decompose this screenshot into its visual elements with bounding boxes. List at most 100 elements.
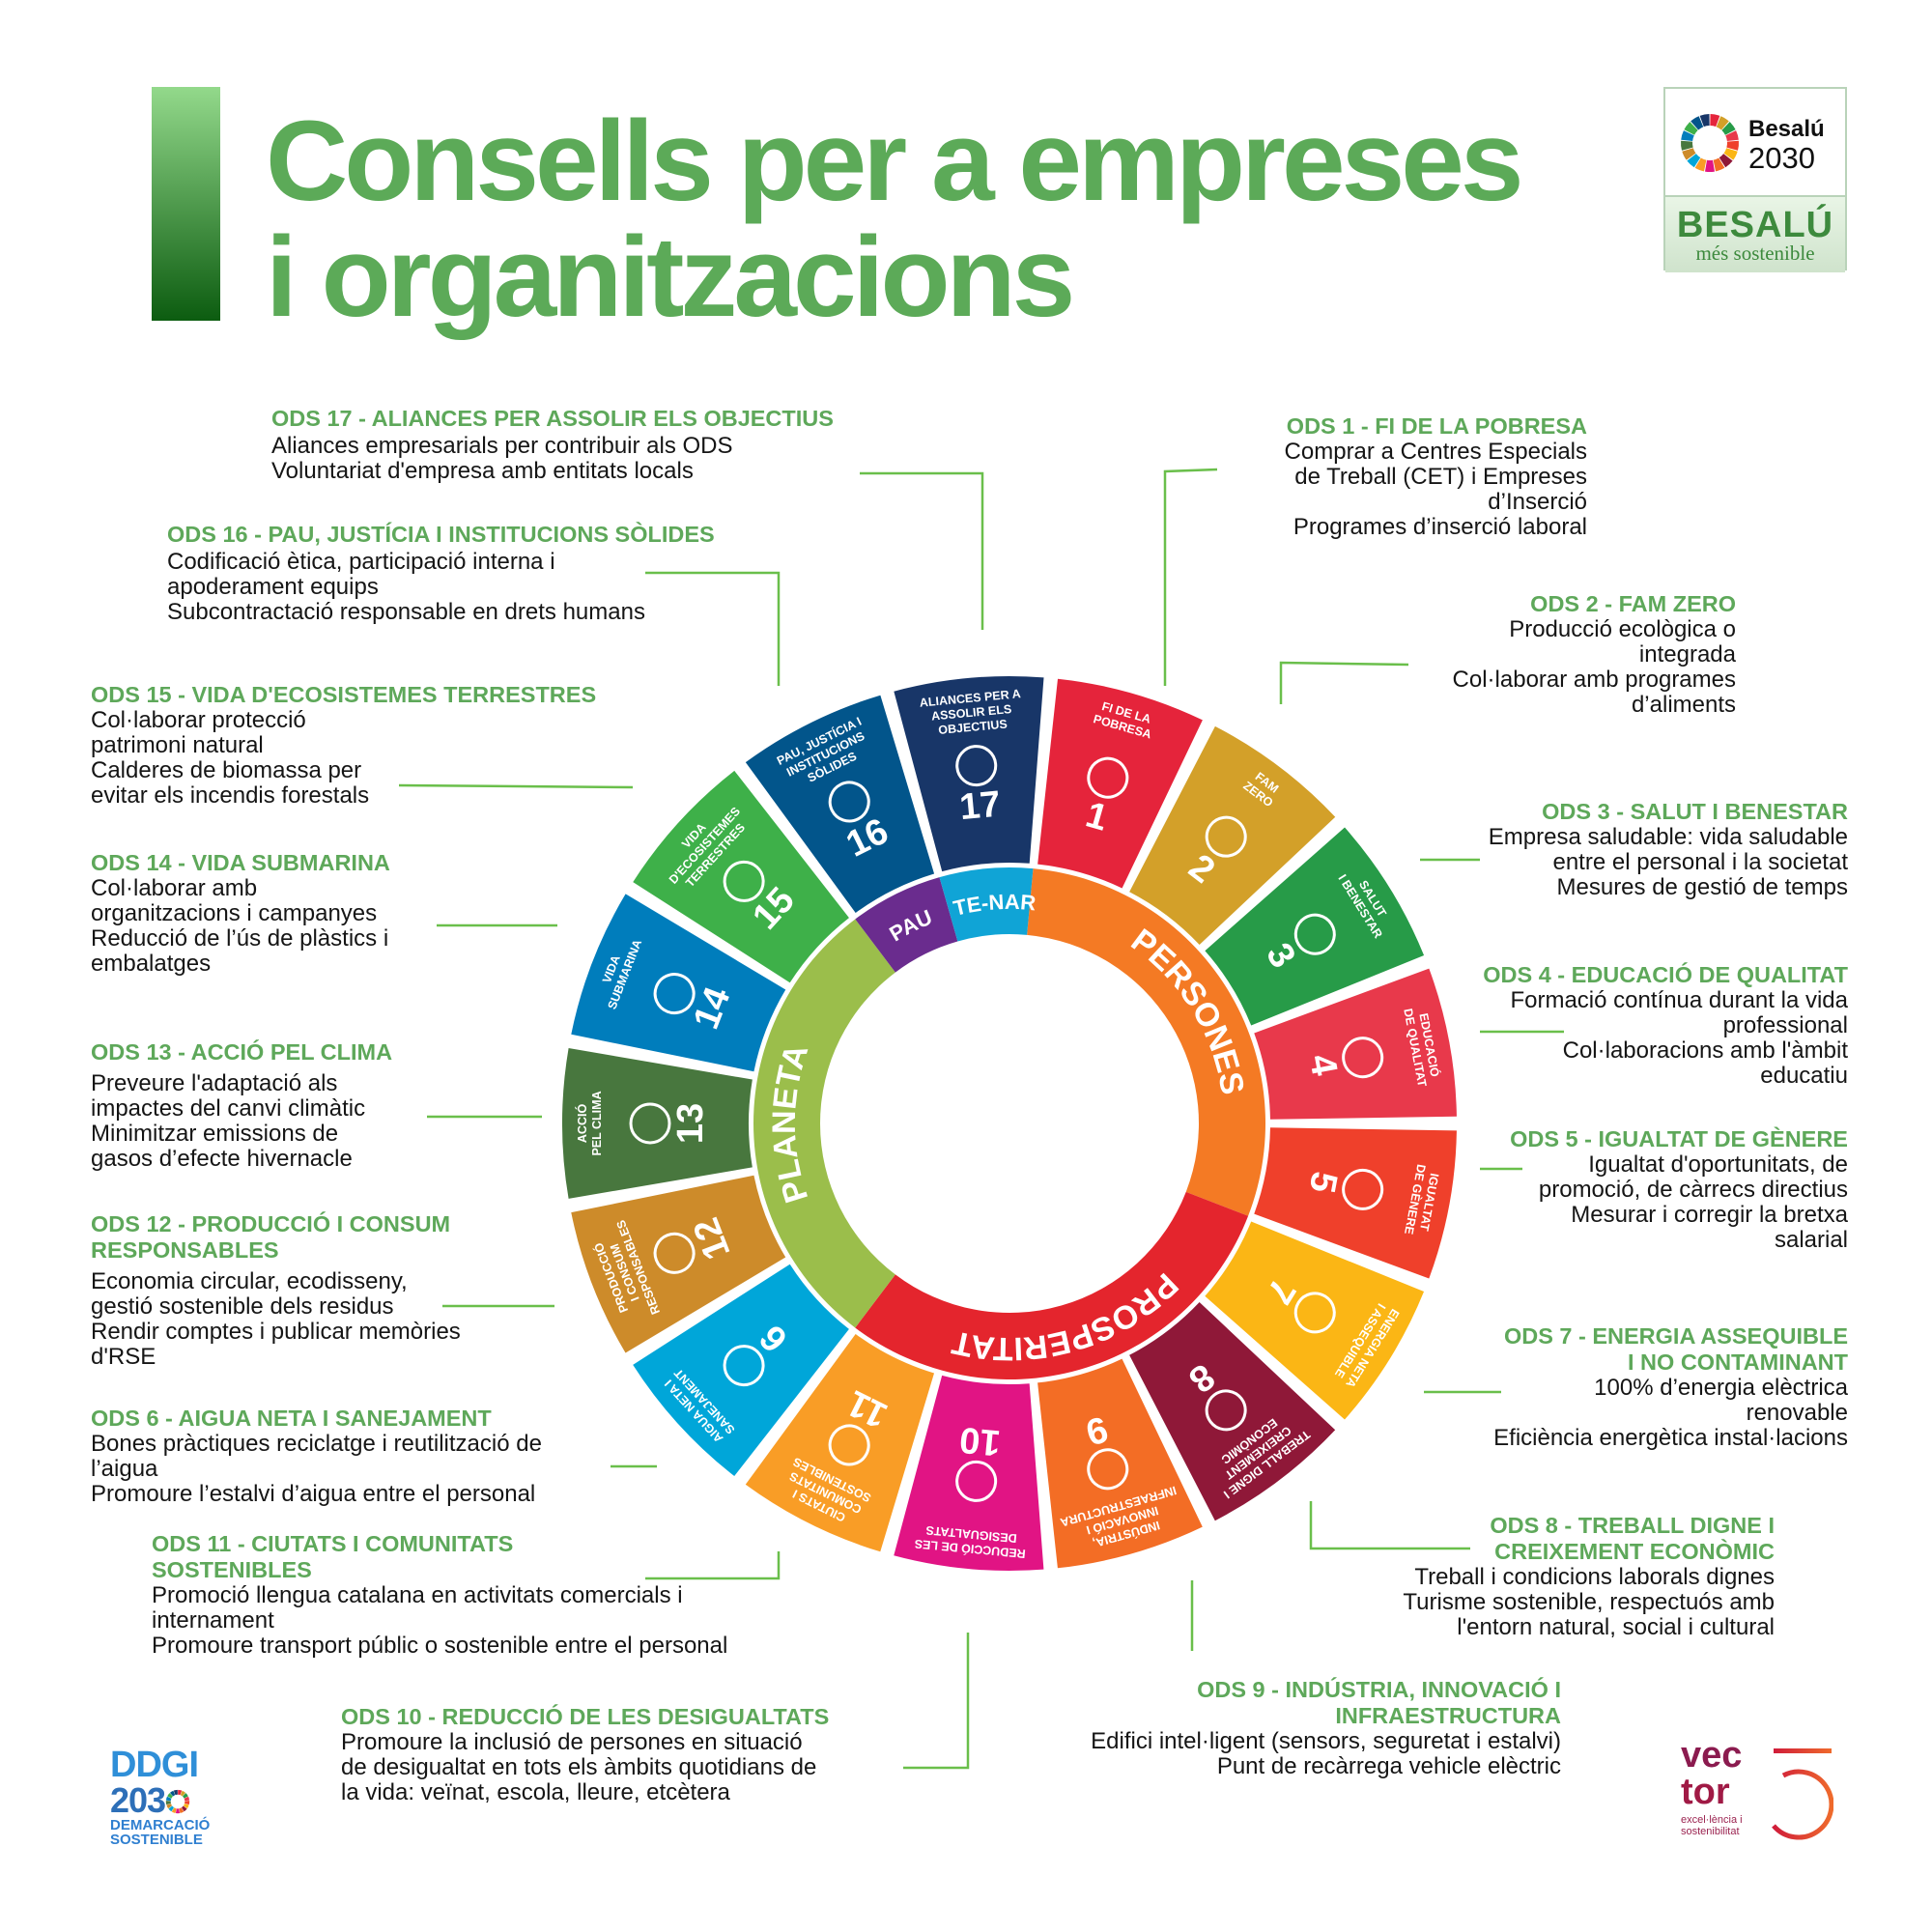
besalu-logo-name: Besalú xyxy=(1748,116,1825,142)
goal-heading-line: I NO CONTAMINANT xyxy=(1627,1350,1848,1375)
sdg-wheel-icon xyxy=(1681,114,1739,172)
goal-heading: ODS 6 - AIGUA NETA I SANEJAMENT xyxy=(91,1406,542,1432)
goal-advice-line: integrada xyxy=(1638,641,1736,668)
goal-advice-line: Formació contínua durant la vida xyxy=(1510,987,1848,1013)
goal-advice: Codificació ètica, participació interna … xyxy=(167,550,715,625)
goal-block-ods-16: ODS 16 - PAU, JUSTÍCIA I INSTITUCIONS SÒ… xyxy=(167,522,715,625)
sdg-tile-background xyxy=(1254,968,1457,1120)
sdg-goal-icon xyxy=(629,1102,671,1145)
sdg-goal-icon xyxy=(828,781,870,823)
goal-advice-line: Codificació ètica, participació interna … xyxy=(167,549,555,575)
connector-line xyxy=(1309,1501,1470,1550)
goal-advice-line: Eficiència energètica instal·lacions xyxy=(1493,1425,1848,1451)
goal-heading: ODS 5 - IGUALTAT DE GÈNERE xyxy=(1510,1126,1848,1152)
goal-advice: Promoure la inclusió de persones en situ… xyxy=(341,1730,829,1805)
goal-heading-line: ODS 13 - ACCIÓ PEL CLIMA xyxy=(91,1039,393,1065)
sdg-tile-background xyxy=(633,1264,849,1477)
goal-heading: ODS 16 - PAU, JUSTÍCIA I INSTITUCIONS SÒ… xyxy=(167,522,715,548)
goal-heading-line: ODS 17 - ALIANCES PER ASSOLIR ELS OBJECT… xyxy=(271,406,834,431)
sdg-tile-title: OBJECTIUS xyxy=(938,717,1009,737)
sdg-tile-background xyxy=(894,1375,1044,1571)
connector-line xyxy=(398,783,634,789)
category-segment-planeta xyxy=(753,919,895,1328)
goal-advice-line: d’Inserció xyxy=(1488,489,1587,515)
goal-advice-line: Mesures de gestió de temps xyxy=(1556,874,1849,900)
goal-heading: ODS 10 - REDUCCIÓ DE LES DESIGUALTATS xyxy=(341,1704,829,1730)
goal-advice-line: promoció, de càrrecs directius xyxy=(1538,1177,1848,1203)
goal-heading-line: ODS 2 - FAM ZERO xyxy=(1530,591,1736,616)
goal-advice-line: patrimoni natural xyxy=(91,732,264,758)
goal-advice-line: Aliances empresarials per contribuir als… xyxy=(271,433,733,459)
ddgi-logo-line-3: DEMARCACIÓ xyxy=(110,1817,211,1833)
goal-advice-line: organitzacions i campanyes xyxy=(91,900,378,926)
title-accent-bar xyxy=(152,87,220,321)
goal-advice-line: salarial xyxy=(1774,1227,1848,1253)
sdg-tile-background xyxy=(894,675,1044,872)
connector-line xyxy=(1163,468,1218,686)
sdg-tile-background xyxy=(571,1175,786,1353)
sdg-goal-icon xyxy=(723,860,765,902)
goal-advice-line: Igualtat d'oportunitats, de xyxy=(1588,1151,1848,1178)
goal-heading: ODS 13 - ACCIÓ PEL CLIMA xyxy=(91,1039,392,1065)
goal-block-ods-17: ODS 17 - ALIANCES PER ASSOLIR ELS OBJECT… xyxy=(271,406,834,484)
vector-logo-tagline: excel·lència i sostenibilitat xyxy=(1681,1814,1743,1837)
goal-heading-line: ODS 11 - CIUTATS I COMUNITATS xyxy=(152,1531,514,1556)
page-title-line-1: Consells per a empreses xyxy=(266,98,1523,225)
goal-advice-line: Preveure l'adaptació als xyxy=(91,1070,338,1096)
sdg-tile-background xyxy=(1129,725,1336,946)
goal-advice-line: de Treball (CET) i Empreses xyxy=(1294,464,1587,490)
connector-line xyxy=(1279,661,1409,704)
goal-heading-line: ODS 4 - EDUCACIÓ DE QUALITAT xyxy=(1483,962,1848,987)
besalu-brand: BESALÚ xyxy=(1676,205,1834,245)
goal-advice-line: Promoure transport públic o sostenible e… xyxy=(152,1633,728,1659)
sdg-goal-icon xyxy=(1205,1389,1247,1432)
goal-advice-line: impactes del canvi climàtic xyxy=(91,1095,366,1122)
goal-advice: Aliances empresarials per contribuir als… xyxy=(271,434,834,484)
vector-logo-line-2: tor xyxy=(1681,1772,1730,1812)
goal-heading-line: ODS 12 - PRODUCCIÓ I CONSUM xyxy=(91,1211,451,1236)
goal-advice-line: 100% d’energia elèctrica xyxy=(1594,1375,1848,1401)
goal-advice-line: internament xyxy=(152,1607,274,1634)
five-mark-icon xyxy=(1772,1748,1833,1840)
goal-advice-line: apoderament equips xyxy=(167,574,379,600)
goal-advice-line: d’aliments xyxy=(1631,692,1736,718)
sdg-tile-background xyxy=(745,695,935,913)
goal-advice-line: Edifici intel·ligent (sensors, seguretat… xyxy=(1091,1728,1561,1754)
goal-advice-line: Minimitzar emissions de xyxy=(91,1121,339,1147)
goal-heading: ODS 4 - EDUCACIÓ DE QUALITAT xyxy=(1483,962,1848,988)
goal-advice-line: evitar els incendis forestals xyxy=(91,782,370,809)
category-segment-prosperitat xyxy=(855,1191,1249,1380)
goal-advice-line: d'RSE xyxy=(91,1344,156,1370)
vector5-logo: vec tor excel·lència i sostenibilitat xyxy=(1681,1737,1835,1845)
goal-advice-line: Promoure l’estalvi d’aigua entre el pers… xyxy=(91,1481,536,1507)
goal-heading: ODS 17 - ALIANCES PER ASSOLIR ELS OBJECT… xyxy=(271,406,834,432)
sdg-tile-background xyxy=(1129,1302,1336,1521)
goal-heading-line: RESPONSABLES xyxy=(91,1237,279,1263)
sdg-tile-title: PEL CLIMA xyxy=(590,1091,604,1155)
goal-advice-line: Col·laborar amb xyxy=(91,875,258,901)
sdg-tile-background xyxy=(1205,1221,1425,1420)
